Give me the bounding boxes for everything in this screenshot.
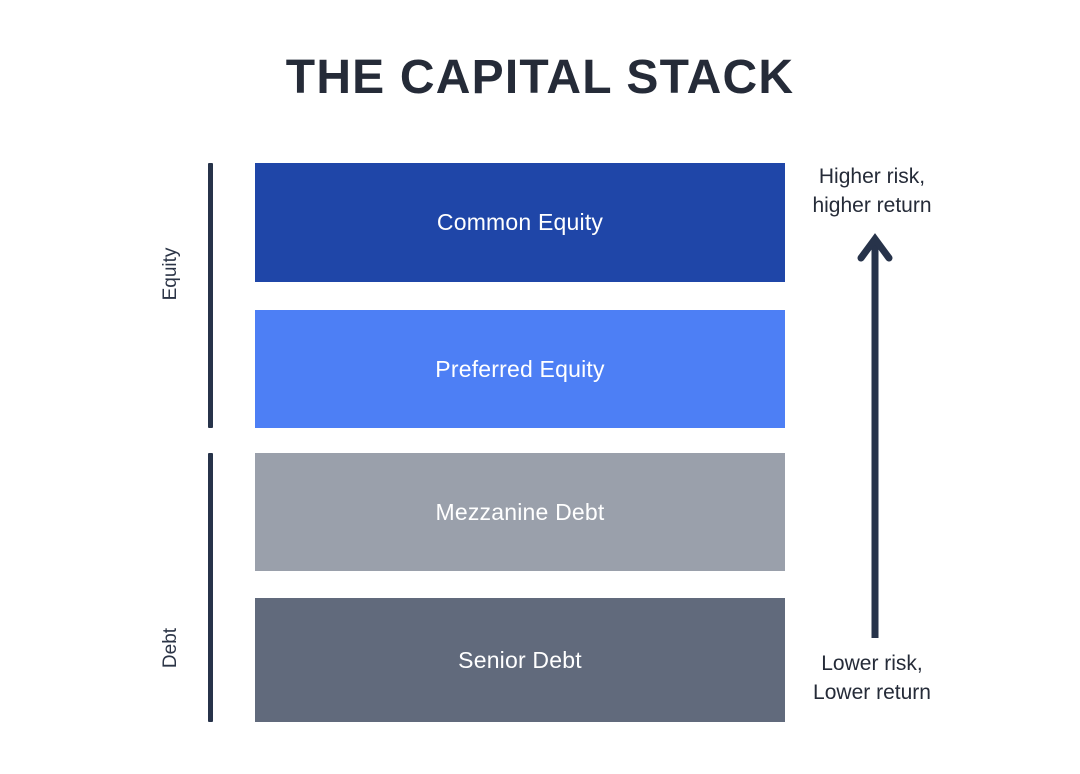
stack-bar-preferred-equity[interactable]: Preferred Equity — [255, 310, 785, 428]
annotation-higher-risk: Higher risk, higher return — [752, 163, 992, 220]
group-label-debt: Debt — [160, 627, 181, 669]
stack-bar-label: Mezzanine Debt — [435, 498, 605, 525]
annotation-line-1: Higher risk, — [818, 165, 926, 188]
stack-bar-senior-debt[interactable]: Senior Debt — [255, 598, 785, 722]
stack-bar-label: Senior Debt — [458, 646, 582, 673]
stack-bar-label: Preferred Equity — [435, 355, 605, 382]
group-bracket-debt — [208, 453, 213, 722]
stack-bar-common-equity[interactable]: Common Equity — [255, 163, 785, 282]
annotation-line-2: Lower return — [813, 680, 931, 704]
group-label-equity: Equity — [160, 247, 181, 301]
group-bracket-equity — [208, 163, 213, 428]
page-title: THE CAPITAL STACK — [285, 51, 795, 104]
annotation-line-1: Lower risk, — [821, 652, 923, 675]
stack-bar-mezzanine-debt[interactable]: Mezzanine Debt — [255, 453, 785, 571]
up-arrow-icon — [845, 232, 905, 644]
annotation-lower-risk: Lower risk, Lower return — [752, 650, 992, 707]
stack-bar-label: Common Equity — [436, 209, 604, 235]
annotation-line-2: higher return — [812, 193, 932, 217]
